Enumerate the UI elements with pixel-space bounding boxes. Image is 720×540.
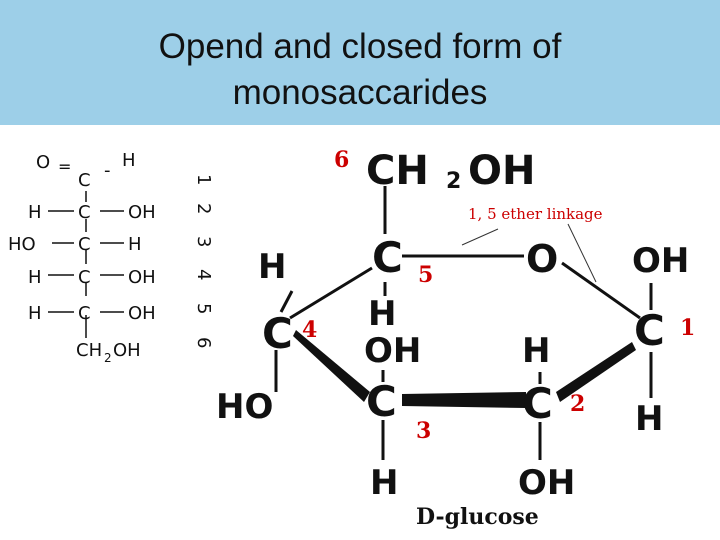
c4-h-bond [279,290,294,313]
backbone-bonds [48,191,124,338]
c5-c4-bond [289,266,373,320]
c3-hydroxyl: OH [364,331,421,371]
c4-c3-wedge [293,330,370,402]
c1-hydrogen: H [635,399,663,439]
c2-carbon: C [522,379,553,428]
ring-number-5: 5 [418,262,433,288]
c6-ch: CH [76,340,102,361]
c2-right-oh: OH [128,202,156,223]
c1-hydroxyl: OH [632,241,689,281]
c5-left-h: H [28,303,42,324]
number-3: 3 [193,236,214,247]
c5-carbon: C [78,303,91,324]
linkage-pointer-lines [461,223,597,283]
open-chain-structure: O = C - H H C OH HO C H H C OH H [8,150,214,365]
c6-oh: OH [113,340,141,361]
ether-linkage-label: 1, 5 ether linkage [468,205,603,223]
ring-carbon-numbers: 6 5 4 3 2 1 [302,147,695,444]
ring-number-2: 2 [570,391,585,417]
slide-title-line-1: Opend and closed form of [158,27,562,66]
ring-number-3: 3 [416,418,431,444]
aldehyde-carbon: C [78,170,91,191]
ring-bonds [274,186,653,460]
compound-name: D-glucose [416,504,539,530]
slide-title-line-2: monosaccarides [232,73,488,112]
c2-left-h: H [28,202,42,223]
c4-left-h: H [28,267,42,288]
c6-subscript: 2 [446,169,461,194]
c3-left-ho: HO [8,234,36,255]
carbon-number-column: 1 2 3 4 5 6 [193,174,214,348]
c4-hydrogen: H [258,247,286,287]
ring-wedge-bonds [293,330,636,408]
c2-c1-wedge [556,342,636,402]
ring-number-6: 6 [334,147,349,173]
ring-number-1: 1 [680,315,695,341]
c3-carbon: C [366,377,397,426]
o-c1-bond [561,261,641,320]
c4-carbon: C [78,267,91,288]
c3-carbon: C [78,234,91,255]
double-bond-sign: = [58,157,71,176]
c5-carbon: C [372,233,403,282]
c4-right-oh: OH [128,267,156,288]
c3-c2-wedge [402,392,526,408]
c1-carbon: C [634,306,665,355]
c2-carbon: C [78,202,91,223]
c5-right-oh: OH [128,303,156,324]
number-6: 6 [193,337,214,348]
ring-number-4: 4 [302,317,317,343]
number-4: 4 [193,269,214,280]
c2-hydrogen: H [522,331,550,371]
c6-ch: CH [366,148,429,194]
aldehyde-oxygen: O [36,152,50,173]
ring-structure: CH 2 OH C H O OH C H H C HO OH C H H C O… [216,147,695,530]
c4-hydroxyl: HO [216,387,273,427]
aldehyde-bond-dash: - [104,160,111,181]
c3-right-h: H [128,234,142,255]
title-bar [0,0,720,125]
number-2: 2 [193,203,214,214]
c5-hydrogen: H [368,294,396,334]
ring-oxygen: O [526,237,558,281]
c4-carbon: C [262,309,293,358]
c2-hydroxyl: OH [518,463,575,503]
number-1: 1 [193,174,214,185]
number-5: 5 [193,303,214,314]
aldehyde-hydrogen: H [122,150,136,171]
c6-oh: OH [468,148,535,194]
c6-subscript: 2 [104,351,112,365]
c3-hydrogen: H [370,463,398,503]
